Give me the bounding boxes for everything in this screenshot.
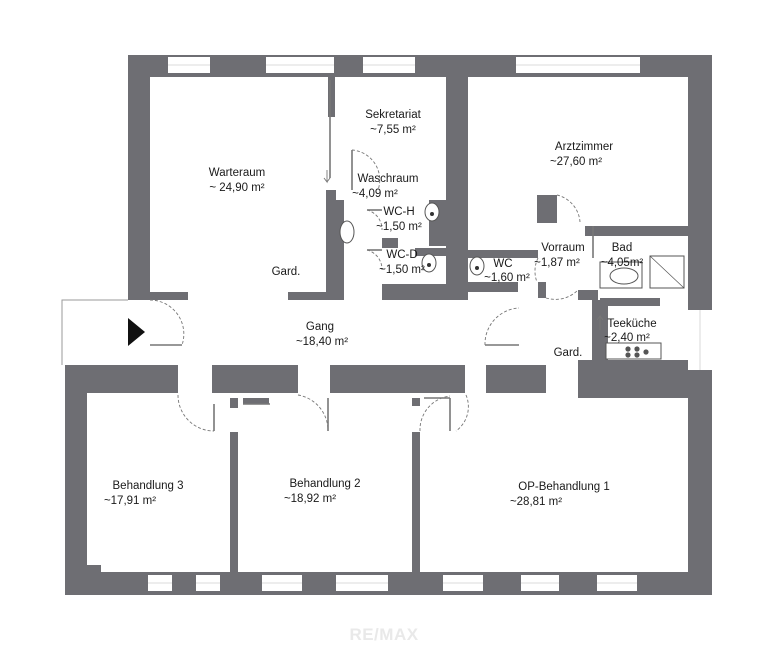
wall-segment <box>578 360 688 372</box>
door-swing <box>177 394 215 432</box>
door-swing <box>351 149 381 191</box>
wall-segment <box>336 200 344 300</box>
room-sekretariat-name: Sekretariat <box>365 109 421 121</box>
door-swing <box>556 194 581 223</box>
room-waschraum-name: Waschraum <box>358 173 419 185</box>
wall-segment <box>326 190 336 300</box>
windows <box>61 57 710 591</box>
room-waschraum-area: ~4,09 m² <box>352 188 398 200</box>
wall-segment <box>415 248 446 256</box>
room-opbehandlung1-name: OP-Behandlung 1 <box>518 481 609 493</box>
room-warteraum-name: Warteraum <box>209 167 265 179</box>
door-swing <box>419 395 451 432</box>
fixtures <box>339 202 685 360</box>
wall-segment <box>412 398 420 406</box>
door-arrow <box>596 314 604 330</box>
wall-segment <box>468 250 538 258</box>
wall-segment <box>65 365 178 393</box>
room-vorraum-name: Vorraum <box>541 242 584 254</box>
door-swing <box>484 307 520 346</box>
room-sekretariat-area: ~7,55 m² <box>370 124 416 136</box>
room-opbehandlung1-area: ~28,81 m² <box>510 496 562 508</box>
wall-segment <box>486 365 546 393</box>
wall-segment <box>230 432 238 594</box>
door-arrow <box>323 170 331 184</box>
door-swing <box>455 394 469 432</box>
room-behandlung2-area: ~18,92 m² <box>284 493 336 505</box>
stove-icon <box>605 342 662 360</box>
wall-segment <box>578 290 598 300</box>
wall-segment <box>688 55 712 310</box>
room-wch-area: ~1,50 m² <box>376 221 422 233</box>
wall-segment <box>585 226 688 236</box>
wall-segment <box>688 370 712 595</box>
room-behandlung3-area: ~17,91 m² <box>104 495 156 507</box>
toilet-icon <box>475 266 479 270</box>
room-vorraum-area: ~1,87 m² <box>534 257 580 269</box>
room-wcd-area: ~1,50 m² <box>379 264 425 276</box>
room-behandlung3-name: Behandlung 3 <box>113 480 184 492</box>
wall-segment <box>328 75 335 117</box>
stove-icon <box>643 349 649 355</box>
doors <box>149 80 604 432</box>
wall-segment <box>382 284 446 300</box>
remax-watermark: RE/MAX <box>349 625 418 644</box>
door-swing <box>534 257 539 283</box>
door-swing <box>297 394 329 432</box>
room-arztzimmer-name: Arztzimmer <box>555 141 613 153</box>
wall-segment <box>150 292 188 300</box>
wall-segment <box>412 432 420 594</box>
wall-segment <box>243 398 269 404</box>
entrance-arrow-icon <box>128 318 145 346</box>
garderobe-label-right: Gard. <box>554 347 583 359</box>
wall-segment <box>288 292 328 300</box>
room-gang-area: ~18,40 m² <box>296 336 348 348</box>
wall-segment <box>230 398 238 408</box>
room-teekueche-name: Teeküche <box>607 318 656 330</box>
stove-icon <box>625 346 631 352</box>
stove-icon <box>625 352 631 358</box>
sink-icon <box>339 220 355 244</box>
garderobe-label-left: Gard. <box>272 266 301 278</box>
wall-segment <box>330 365 465 393</box>
room-wc-name: WC <box>493 258 512 270</box>
room-teekueche-area: ~2,40 m² <box>604 332 650 344</box>
wall-segment <box>468 282 518 292</box>
wall-segment <box>382 238 398 248</box>
wall-segment <box>537 195 557 223</box>
stove-icon <box>634 346 640 352</box>
wall-segment <box>538 282 546 298</box>
room-warteraum-area: ~ 24,90 m² <box>209 182 264 194</box>
room-bad-name: Bad <box>612 242 632 254</box>
room-gang-name: Gang <box>306 321 334 333</box>
room-wch-name: WC-H <box>383 206 414 218</box>
wall-segment <box>578 370 712 398</box>
wall-segment <box>87 565 101 573</box>
door-swing <box>545 289 579 300</box>
room-labels: Warteraum ~ 24,90 m² Sekretariat ~7,55 m… <box>104 109 657 508</box>
wall-segment <box>65 365 87 595</box>
door-swing <box>149 299 185 346</box>
toilet-icon <box>427 263 431 267</box>
wall-segment <box>600 298 660 306</box>
sink-icon <box>609 267 639 285</box>
stove-icon <box>634 352 640 358</box>
wall-segment <box>456 125 468 150</box>
room-behandlung2-name: Behandlung 2 <box>290 478 361 490</box>
room-wcd-name: WC-D <box>386 249 417 261</box>
wall-segment <box>128 55 150 300</box>
entrance-frame <box>61 299 128 365</box>
room-bad-area: ~4,05m² <box>601 257 644 269</box>
room-wc-area: ~1,60 m² <box>484 272 530 284</box>
wall-segment <box>212 365 298 393</box>
toilet-icon <box>430 212 434 216</box>
room-arztzimmer-area: ~27,60 m² <box>550 156 602 168</box>
wall-segment <box>446 75 468 300</box>
shower-icon <box>649 255 685 289</box>
